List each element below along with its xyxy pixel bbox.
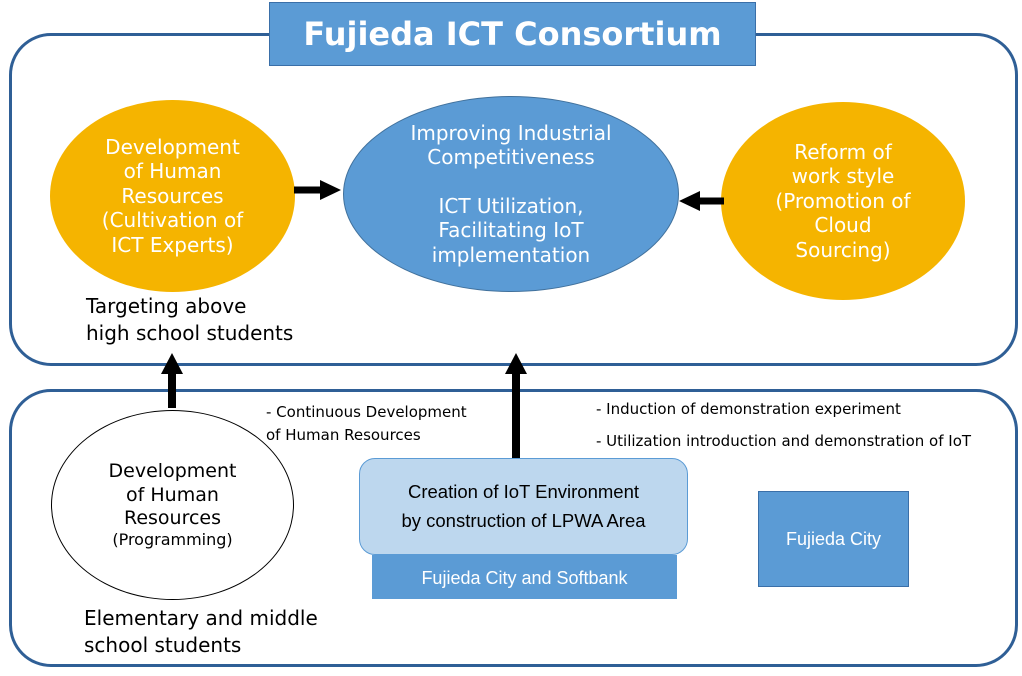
arrow-left-to-center xyxy=(294,180,341,200)
competitiveness-text: Improving Industrial Competitiveness xyxy=(410,121,612,170)
high-school-caption: Targeting above high school students xyxy=(86,294,294,345)
human-resources-ict-circle: Development of Human Resources (Cultivat… xyxy=(50,100,295,292)
work-style-reform-circle: Reform of work style (Promotion of Cloud… xyxy=(721,102,965,300)
demonstration-experiment-note: - Induction of demonstration experiment xyxy=(596,400,901,418)
human-resources-programming-circle: Development of Human Resources (Programm… xyxy=(51,410,294,600)
iot-environment-box: Creation of IoT Environment by construct… xyxy=(359,458,688,555)
ict-utilization-text: ICT Utilization, Facilitating IoT implem… xyxy=(431,193,591,267)
elementary-students-caption: Elementary and middle school students xyxy=(84,606,318,657)
continuous-development-note: - Continuous Development of Human Resour… xyxy=(266,403,467,444)
iot-demonstration-note: - Utilization introduction and demonstra… xyxy=(596,432,972,450)
fujieda-city-box: Fujieda City xyxy=(758,491,909,587)
programming-circle-sub: (Programming) xyxy=(112,530,233,549)
arrow-iot-up xyxy=(505,353,527,458)
consortium-title: Fujieda ICT Consortium xyxy=(269,2,756,66)
programming-circle-main: Development of Human Resources xyxy=(108,460,237,529)
fujieda-softbank-label: Fujieda City and Softbank xyxy=(372,555,677,599)
industrial-competitiveness-circle: Improving Industrial Competitiveness ICT… xyxy=(343,96,679,292)
arrow-right-to-center xyxy=(679,191,724,211)
arrow-programming-up xyxy=(161,353,183,408)
